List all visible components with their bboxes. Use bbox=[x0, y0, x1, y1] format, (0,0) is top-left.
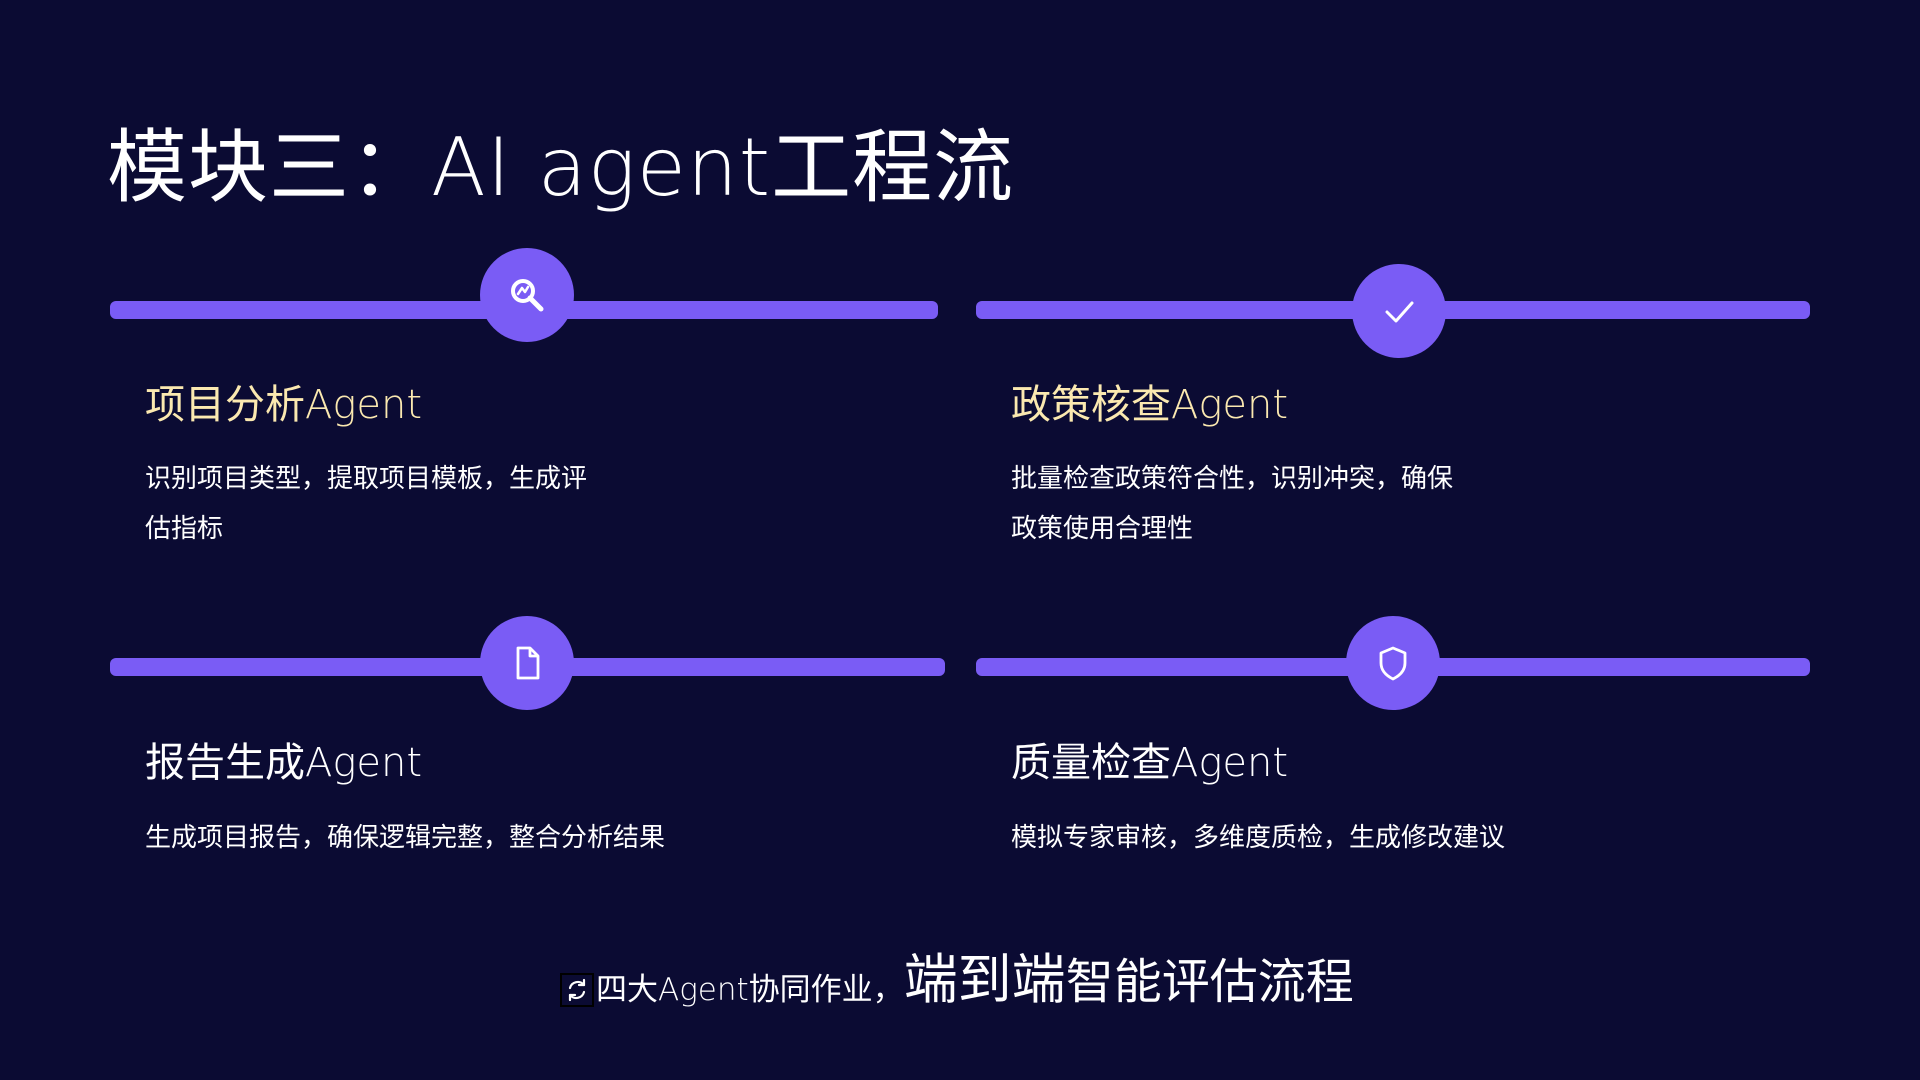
check-icon bbox=[1385, 301, 1414, 323]
card-title: 项目分析Agent bbox=[145, 382, 423, 428]
page-title: 模块三：AI agent工程流 bbox=[107, 121, 1015, 214]
card-description: 识别项目类型，提取项目模板，生成评 估指标 bbox=[145, 454, 587, 554]
document-icon bbox=[516, 646, 540, 680]
description-line: 模拟专家审核，多维度质检，生成修改建议 bbox=[1011, 823, 1506, 853]
shield-icon bbox=[1379, 646, 1407, 681]
search-icon bbox=[511, 279, 544, 312]
icon-circle bbox=[480, 616, 574, 710]
description-line: 批量检查政策符合性，识别冲突，确保 bbox=[1011, 464, 1454, 494]
card-description: 模拟专家审核，多维度质检，生成修改建议 bbox=[1011, 813, 1505, 863]
card-title: 政策核查Agent bbox=[1011, 382, 1289, 428]
sync-icon bbox=[560, 973, 594, 1007]
card-title: 质量检查Agent bbox=[1011, 740, 1289, 786]
card-description: 批量检查政策符合性，识别冲突，确保 政策使用合理性 bbox=[1011, 454, 1453, 554]
description-line: 政策使用合理性 bbox=[1011, 514, 1194, 544]
icon-circle bbox=[1352, 264, 1446, 358]
card-title: 报告生成Agent bbox=[145, 740, 423, 786]
icon-circle bbox=[1346, 616, 1440, 710]
card-description: 生成项目报告，确保逻辑完整，整合分析结果 bbox=[145, 813, 665, 863]
icon-circle bbox=[480, 248, 574, 342]
footer-summary: 四大Agent协同作业， 端到端 智能评估流程 bbox=[560, 935, 1354, 1015]
footer-highlight: 端到端 bbox=[903, 948, 1066, 1011]
description-line: 生成项目报告，确保逻辑完整，整合分析结果 bbox=[145, 823, 666, 853]
description-line: 识别项目类型，提取项目模板，生成评 bbox=[145, 464, 588, 494]
description-line: 估指标 bbox=[145, 514, 224, 544]
footer-text-large: 智能评估流程 bbox=[1065, 954, 1354, 1010]
footer-text: 四大Agent协同作业， bbox=[596, 972, 904, 1008]
